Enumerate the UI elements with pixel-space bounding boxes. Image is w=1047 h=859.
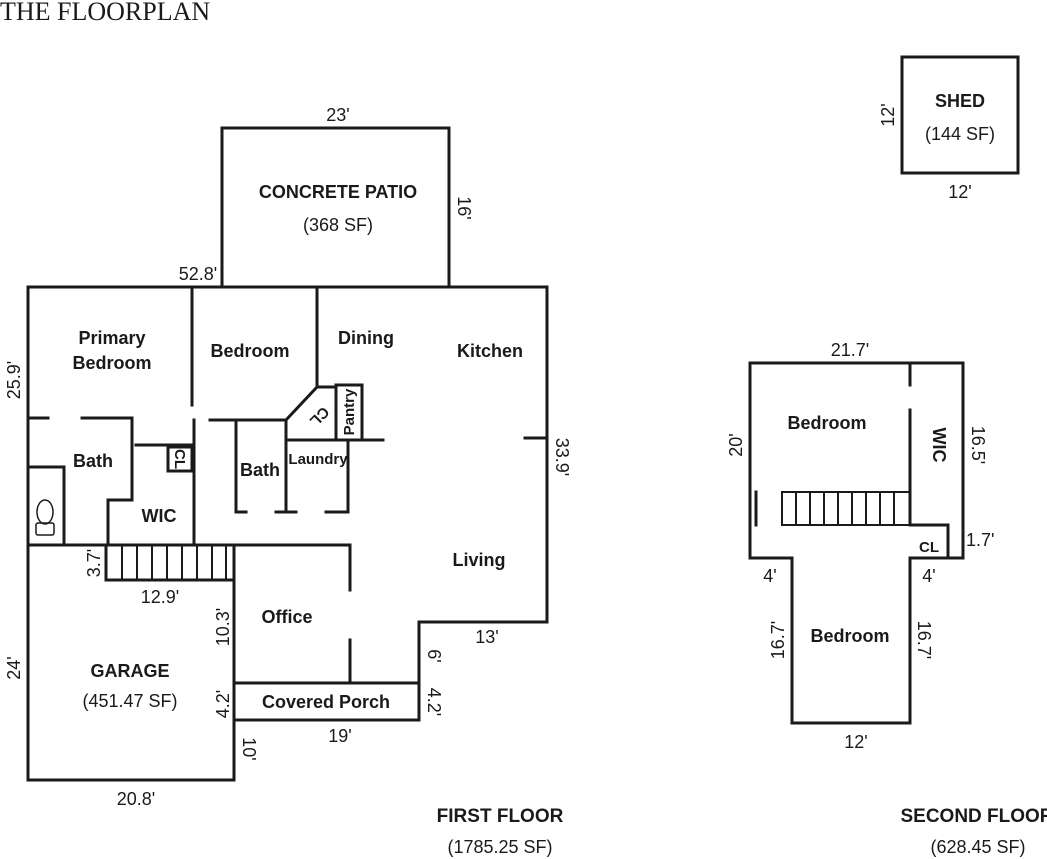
pantry-label: Pantry [341, 388, 358, 435]
patio-width-dim: 23' [326, 105, 349, 125]
second-bottom-dim: 12' [844, 732, 867, 752]
porch-left-dim: 4.2' [213, 690, 233, 718]
right-wall-dim: 33.9' [552, 438, 572, 476]
shed-label: SHED [935, 91, 985, 111]
shed-area: (144 SF) [925, 124, 995, 144]
primary-bath-label: Bath [73, 451, 113, 471]
covered-porch-label: Covered Porch [262, 692, 390, 712]
garage-label: GARAGE [90, 661, 169, 681]
shed-outline [900, 55, 1020, 175]
lower-right-dim: 16.7' [914, 621, 934, 659]
page-title: THE FLOORPLAN [0, 0, 210, 26]
wic-label: WIC [142, 506, 177, 526]
upper-wic-label: WIC [929, 428, 949, 463]
first-floor-area: (1785.25 SF) [447, 837, 552, 857]
lower-bedroom-label: Bedroom [810, 626, 889, 646]
porch-width-dim: 19' [328, 726, 351, 746]
wic-cl-label: CL [171, 449, 188, 469]
office-height-dim: 10.3' [213, 608, 233, 646]
second-top-dim: 21.7' [831, 340, 869, 360]
second-floor-stairs [795, 491, 895, 526]
upper-cl-label: CL [919, 539, 939, 556]
garage-step-dim: 10' [239, 737, 259, 760]
shed-width-dim: 12' [948, 182, 971, 202]
second-floor-area: (628.45 SF) [930, 837, 1025, 857]
step-height-dim: 6' [424, 649, 444, 662]
dining-label: Dining [338, 328, 394, 348]
patio-label: CONCRETE PATIO [259, 182, 417, 202]
bedroom-label: Bedroom [210, 341, 289, 361]
first-floor-walls [26, 126, 549, 782]
house-width-dim: 52.8' [179, 264, 217, 284]
cl-diagonal-label: CL [306, 403, 332, 429]
second-left-dim: 20' [726, 433, 746, 456]
bath-label: Bath [240, 460, 280, 480]
patio-height-dim: 16' [454, 196, 474, 219]
lower-left-dim: 16.7' [768, 621, 788, 659]
porch-right-dim: 4.2' [424, 688, 444, 716]
office-label: Office [261, 607, 312, 627]
patio-area: (368 SF) [303, 215, 373, 235]
primary-bedroom-label-2: Bedroom [72, 353, 151, 373]
primary-bedroom-label-1: Primary [78, 328, 145, 348]
garage-area: (451.47 SF) [82, 691, 177, 711]
toilet-icon [35, 499, 55, 536]
second-cl-dim: 1.7' [966, 530, 994, 550]
garage-width-dim: 20.8' [117, 789, 155, 809]
upper-bedroom-label: Bedroom [787, 413, 866, 433]
second-floor-title: SECOND FLOOR [900, 806, 1047, 827]
second-floor-walls [748, 361, 965, 725]
kitchen-label: Kitchen [457, 341, 523, 361]
left-wall-dim: 25.9' [4, 361, 24, 399]
second-step-right-dim: 4' [922, 566, 935, 586]
living-label: Living [453, 550, 506, 570]
shed-height-dim: 12' [878, 103, 898, 126]
stair-width-dim: 12.9' [141, 587, 179, 607]
stair-height-dim: 3.7' [84, 549, 104, 577]
second-step-left-dim: 4' [763, 566, 776, 586]
laundry-label: Laundry [288, 451, 348, 468]
garage-height-dim: 24' [4, 656, 24, 679]
first-floor-title: FIRST FLOOR [437, 806, 564, 827]
living-width-dim: 13' [475, 627, 498, 647]
second-right-dim: 16.5' [968, 426, 988, 464]
first-floor-stairs [121, 544, 227, 581]
